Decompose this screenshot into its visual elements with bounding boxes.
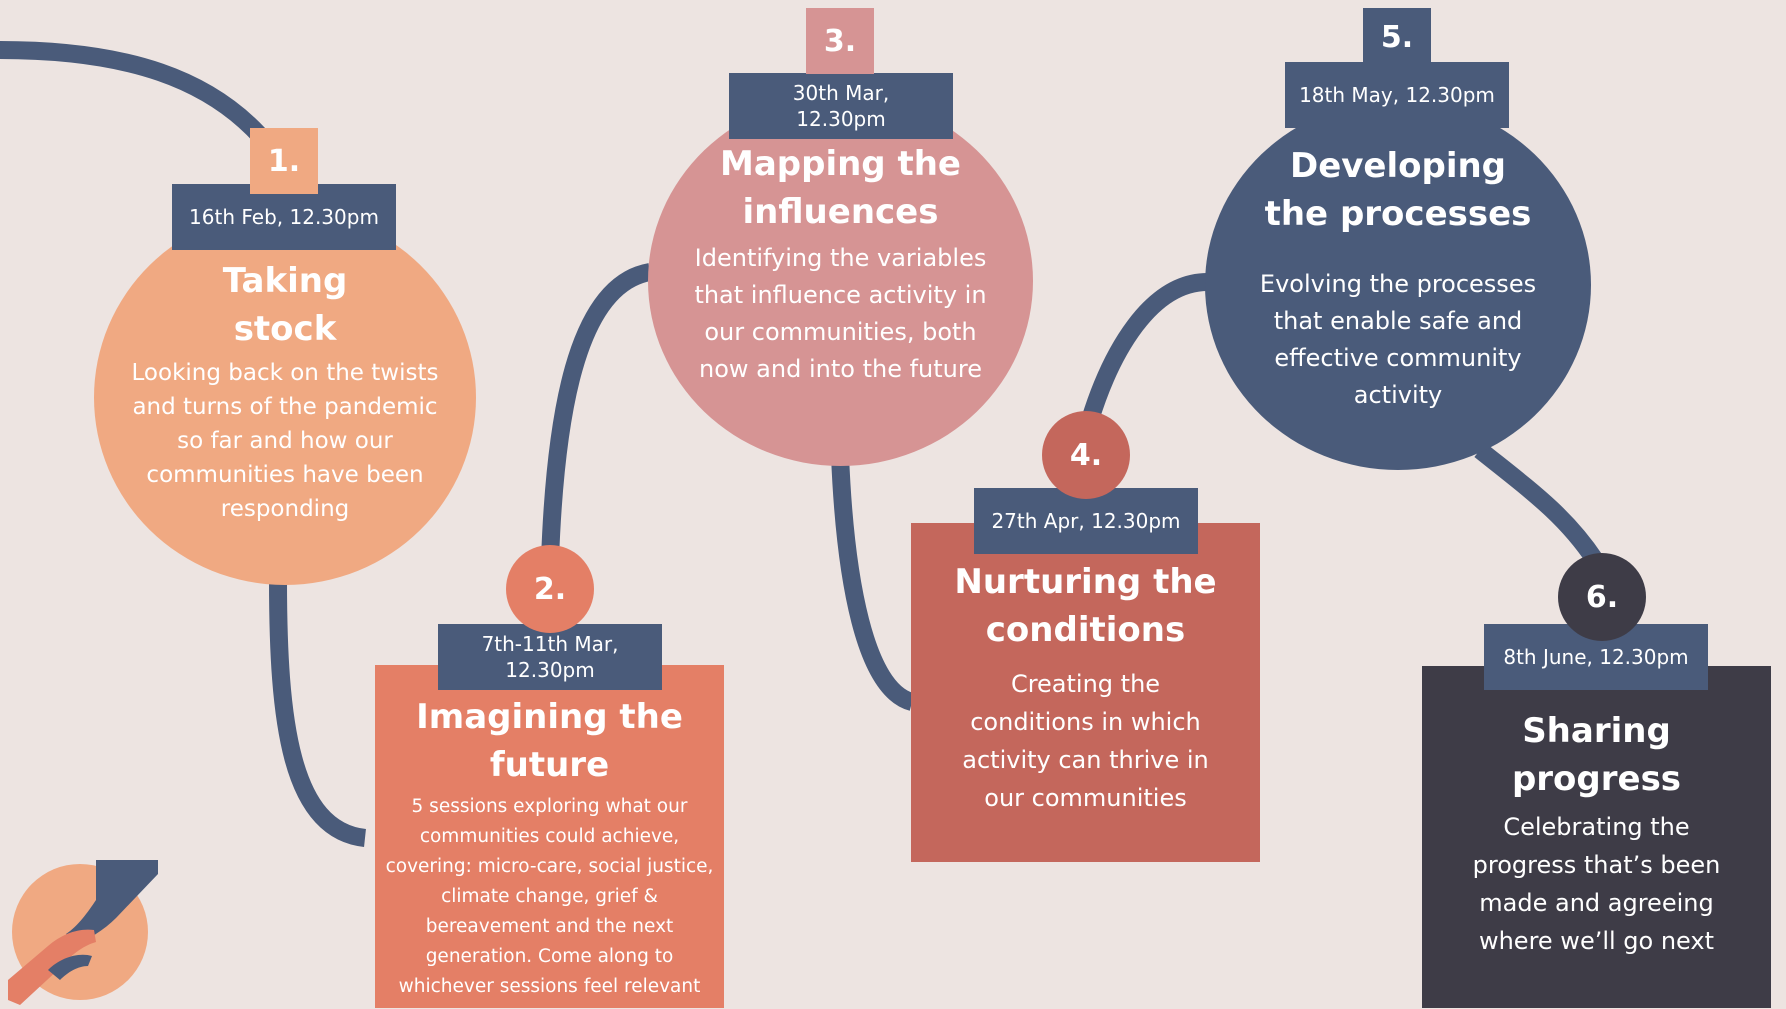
step-1-description: Looking back on the twists and turns of … (131, 360, 439, 522)
step-4-title-line1: Nurturing the (954, 562, 1217, 602)
connector-4-5 (1081, 272, 1211, 423)
step-2-title: Imagining the future (375, 693, 724, 789)
connector-1-2 (269, 579, 367, 847)
step-1-title-line1: Taking (222, 261, 348, 301)
connector-3-4 (831, 454, 916, 711)
step-4-date: 27th Apr, 12.30pm (974, 488, 1198, 554)
connector-intro (0, 41, 269, 145)
step-3-date-line2: 12.30pm (796, 107, 886, 131)
step-5-title-line1: Developing (1289, 146, 1507, 186)
step-5-number: 5. (1363, 8, 1431, 66)
step-4-title-line2: conditions (985, 610, 1186, 650)
connector-2-3 (541, 263, 653, 561)
step-6-title-line2: progress (1511, 759, 1682, 799)
step-1-date: 16th Feb, 12.30pm (172, 184, 396, 250)
step-3-title: Mapping the influences (648, 140, 1033, 236)
step-4-title: Nurturing the conditions (911, 558, 1260, 654)
step-1-circle: Taking stock Looking back on the twists … (94, 210, 476, 585)
connector-5-6 (1474, 442, 1603, 566)
step-6-number: 6. (1558, 553, 1646, 641)
step-1-title: Taking stock (94, 257, 476, 353)
step-1-number: 1. (250, 128, 318, 194)
step-5-description: Evolving the processes that enable safe … (1259, 270, 1537, 409)
step-2-date-line2: 12.30pm (505, 658, 595, 682)
step-4-description: Creating the conditions in which activit… (962, 670, 1209, 812)
step-5-title-line2: the processes (1264, 194, 1532, 234)
step-2-title-line2: future (489, 745, 610, 785)
step-3-number: 3. (806, 8, 874, 74)
step-1-title-line2: stock (233, 309, 337, 349)
step-2-date: 7th-11th Mar, 12.30pm (438, 624, 662, 690)
step-4-number: 4. (1042, 411, 1130, 499)
step-6-date: 8th June, 12.30pm (1484, 624, 1708, 690)
hands-icon (8, 860, 158, 1005)
step-6-box: Sharing progress Celebrating the progres… (1422, 666, 1771, 1008)
step-3-date-line1: 30th Mar, (792, 81, 890, 105)
step-4-box: Nurturing the conditions Creating the co… (911, 523, 1260, 862)
logo (8, 860, 158, 1005)
step-2-number: 2. (506, 545, 594, 633)
step-6-title: Sharing progress (1422, 707, 1771, 803)
step-2-box: Imagining the future 5 sessions explorin… (375, 665, 724, 1008)
step-3-description: Identifying the variables that influence… (694, 244, 987, 383)
step-6-description: Celebrating the progress that’s been mad… (1472, 813, 1721, 955)
step-6-title-line1: Sharing (1522, 711, 1671, 751)
step-3-date: 30th Mar, 12.30pm (729, 73, 953, 139)
step-2-description: 5 sessions exploring what our communitie… (385, 796, 714, 997)
step-3-circle: Mapping the influences Identifying the v… (648, 96, 1033, 466)
step-2-date-line1: 7th-11th Mar, (481, 632, 619, 656)
step-3-title-line1: Mapping the (719, 144, 961, 184)
step-5-circle: Developing the processes Evolving the pr… (1205, 100, 1591, 470)
step-5-date: 18th May, 12.30pm (1285, 62, 1509, 128)
step-3-title-line2: influences (742, 192, 939, 232)
step-2-title-line1: Imagining the (416, 697, 683, 737)
step-5-title: Developing the processes (1205, 142, 1591, 238)
